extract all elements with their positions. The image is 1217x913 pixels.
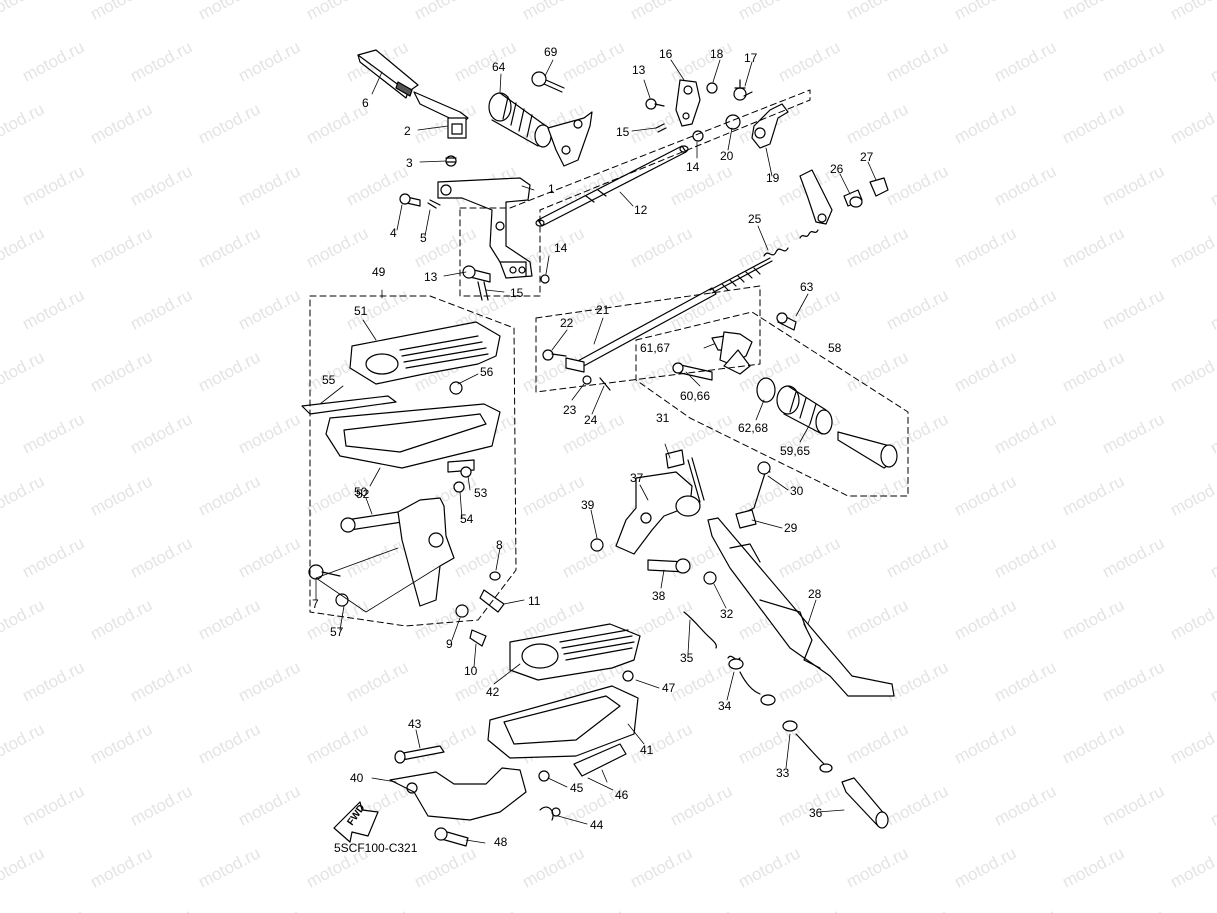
callout-c14b: 14 <box>554 241 568 255</box>
callout-c55: 55 <box>322 373 336 387</box>
callout-c13b: 13 <box>424 270 438 284</box>
callout-c59_65: 59,65 <box>780 444 810 458</box>
callout-c63: 63 <box>800 280 814 294</box>
callout-c5: 5 <box>420 231 427 245</box>
callout-c32: 32 <box>720 607 734 621</box>
callout-c27: 27 <box>860 150 874 164</box>
callout-c62_68: 62,68 <box>738 421 768 435</box>
rear-footrest-upper-group <box>488 71 593 167</box>
callout-c15a: 15 <box>616 125 630 139</box>
callout-c11: 11 <box>528 594 541 608</box>
group-outlines <box>309 89 909 627</box>
callout-c45: 45 <box>570 781 584 795</box>
callout-c1: 1 <box>548 182 555 196</box>
callout-c34: 34 <box>718 699 732 713</box>
callout-c9: 9 <box>446 637 453 651</box>
callout-c64: 64 <box>492 60 506 74</box>
callout-c39: 39 <box>581 498 595 512</box>
callout-c56: 56 <box>480 365 494 379</box>
callout-c54: 54 <box>460 512 474 526</box>
shift-rod-group <box>535 145 689 227</box>
callout-c8: 8 <box>496 538 503 552</box>
callout-c6: 6 <box>362 96 369 110</box>
callout-c25: 25 <box>748 212 762 226</box>
callout-c30: 30 <box>790 484 804 498</box>
callout-c51: 51 <box>354 304 368 318</box>
linkage-group <box>542 169 889 391</box>
callout-c13a: 13 <box>632 63 646 77</box>
callout-c37: 37 <box>630 471 644 485</box>
brake-pedal-group <box>357 49 550 301</box>
callout-c47: 47 <box>662 681 676 695</box>
callout-c44: 44 <box>590 818 604 832</box>
callout-c43: 43 <box>408 717 422 731</box>
callout-c16: 16 <box>659 47 673 61</box>
fwd-arrow-icon <box>333 801 379 843</box>
callout-c24: 24 <box>584 413 598 427</box>
callout-c14a: 14 <box>686 160 700 174</box>
callout-c19: 19 <box>766 171 780 185</box>
callout-c10: 10 <box>464 664 478 678</box>
callout-c48: 48 <box>494 835 508 849</box>
callout-c35: 35 <box>680 651 694 665</box>
callout-c36: 36 <box>809 806 823 820</box>
shift-arm-group <box>645 79 789 149</box>
rear-footboard-group <box>389 623 641 847</box>
callout-c20: 20 <box>720 149 734 163</box>
callout-c52: 52 <box>356 487 370 501</box>
callout-c18: 18 <box>710 47 724 61</box>
callout-c50: 50 <box>354 485 368 499</box>
diagram-code: 5SCF100-C321 <box>334 841 418 855</box>
callout-c21: 21 <box>596 303 610 317</box>
callout-c23: 23 <box>563 403 577 417</box>
callout-c26: 26 <box>830 162 844 176</box>
callout-c28: 28 <box>808 587 822 601</box>
front-footboard-group <box>301 321 505 647</box>
callout-c12: 12 <box>634 203 648 217</box>
callout-c60_66: 60,66 <box>680 389 710 403</box>
callout-c40: 40 <box>350 771 364 785</box>
callout-c38: 38 <box>652 589 666 603</box>
callout-c61_67: 61,67 <box>640 341 670 355</box>
callout-c42: 42 <box>486 685 500 699</box>
shift-pedal-group <box>672 312 898 469</box>
callout-c53: 53 <box>474 486 488 500</box>
callout-c3: 3 <box>406 156 413 170</box>
callout-c58: 58 <box>828 341 842 355</box>
callout-c22: 22 <box>560 316 574 330</box>
callout-c29: 29 <box>784 521 798 535</box>
callout-c7: 7 <box>312 597 319 611</box>
callout-c4: 4 <box>390 226 397 240</box>
leader-lines <box>315 59 877 844</box>
callout-c15b: 15 <box>510 286 524 300</box>
callout-c17: 17 <box>744 51 758 65</box>
callout-c49: 49 <box>372 265 386 279</box>
callout-c31: 31 <box>656 411 670 425</box>
callout-c33: 33 <box>776 766 790 780</box>
callout-c69: 69 <box>544 45 558 59</box>
sidestand-group <box>590 449 895 829</box>
callout-c2: 2 <box>404 124 411 138</box>
callout-c41: 41 <box>640 743 654 757</box>
callout-c57: 57 <box>330 625 344 639</box>
callout-c46: 46 <box>615 788 629 802</box>
